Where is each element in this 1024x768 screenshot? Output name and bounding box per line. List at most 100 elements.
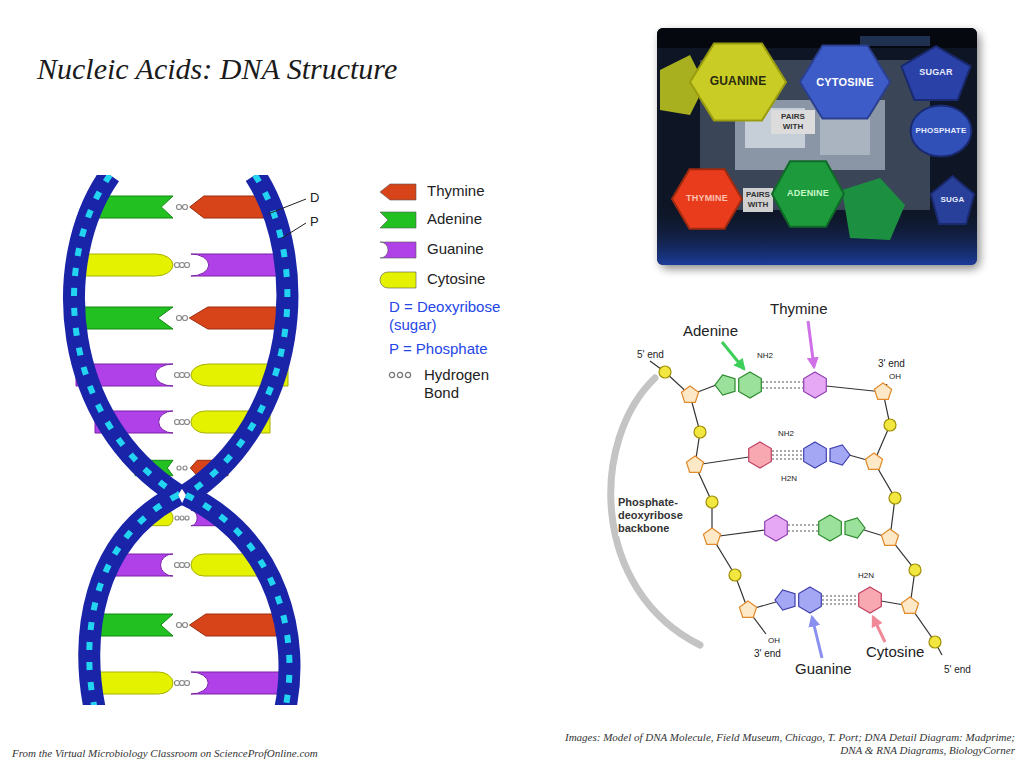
pointer-arrow (722, 321, 885, 658)
pointer-arrow (873, 617, 885, 642)
model-label: SUGA (941, 196, 965, 205)
base-name: Cytosine (866, 643, 924, 661)
callout-letter: P (310, 214, 319, 230)
legend-swatch (380, 272, 416, 288)
hydrogen-bond (175, 681, 180, 686)
dna-ladder (72, 175, 292, 705)
hydrogen-bond (183, 316, 188, 321)
deoxyribose-ring (874, 383, 891, 399)
hydrogen-bond (175, 205, 190, 686)
legend-swatch (378, 240, 418, 260)
base-ring (715, 372, 881, 613)
strand-end: 3' end (878, 358, 905, 370)
base-pair (78, 254, 173, 276)
legend-sample (389, 372, 394, 377)
legend-sample (405, 372, 410, 377)
base-pair (72, 307, 173, 329)
phosphate-model: PHOSPHATE (910, 105, 972, 157)
legend-text: P = Phosphate (389, 340, 488, 358)
hydrogen-bond (183, 205, 188, 210)
hydrogen-bond (177, 316, 182, 321)
hydrogen-bond (772, 454, 803, 455)
strand-end: 5' end (637, 349, 664, 361)
hydrogen-bond (180, 373, 185, 378)
sign-text: PAIRS WITH (744, 190, 772, 209)
hydrogen-bond (183, 466, 187, 470)
hydrogen-bond (822, 599, 858, 600)
hydrogen-bond (185, 373, 190, 378)
deoxyribose-ring (681, 383, 918, 617)
deoxyribose-ring (703, 528, 720, 544)
hydrogen-bond (180, 563, 185, 568)
museum-photo (771, 110, 815, 134)
base-name: Thymine (770, 300, 828, 318)
legend-text: Adenine (427, 210, 482, 228)
atom-label: OH (889, 372, 901, 382)
shape-outline (690, 44, 786, 121)
hydrogen-bond (180, 420, 185, 425)
pointer-arrow (808, 321, 814, 367)
sugar-phosphate-strand (186, 495, 289, 705)
base-pair (72, 196, 292, 694)
sugar-phosphate-strand (186, 495, 289, 705)
base-ring (775, 590, 795, 610)
base-ring (859, 587, 882, 613)
phosphate-group (706, 496, 718, 508)
pointer-arrow (812, 617, 822, 658)
legend-text: D = Deoxyribose (sugar) (389, 298, 517, 334)
legend-text: Thymine (427, 182, 485, 200)
source-credit: From the Virtual Microbiology Classroom … (12, 747, 432, 760)
deoxyribose-ring (901, 597, 918, 613)
guanine-model: GUANINE (690, 42, 786, 122)
sugar-phosphate-strand (74, 175, 178, 495)
base-pair (93, 672, 173, 694)
base-pair (92, 614, 173, 636)
slide-title: Nucleic Acids: DNA Structure (37, 52, 397, 86)
legend-swatch (380, 184, 416, 200)
atom-label: H2N (781, 474, 797, 484)
thymine-model: THYMINE (672, 168, 742, 230)
phosphate-group (889, 492, 901, 504)
hydrogen-bond (180, 516, 184, 520)
base-pair (190, 614, 280, 636)
model-label: GUANINE (710, 75, 767, 88)
pointer-arrow (722, 342, 744, 369)
hydrogen-bond (175, 263, 180, 268)
model-label: SUGAR (919, 68, 953, 78)
sugar-phosphate-strand (89, 495, 178, 705)
shape-outline (672, 169, 742, 229)
model-label: PHOSPHATE (916, 127, 967, 136)
shape-outline (901, 46, 970, 100)
legend-swatch (380, 242, 416, 258)
deoxyribose-ring (881, 529, 898, 545)
museum-photo (657, 28, 977, 265)
hydrogen-bond (762, 381, 803, 382)
base-name: Adenine (683, 322, 738, 340)
legend-sample (388, 370, 414, 380)
sugar-phosphate-strand (74, 175, 289, 705)
phosphate-group (929, 636, 941, 648)
strand-end: 5' end (944, 664, 971, 676)
base-ring (804, 442, 827, 468)
museum-photo (842, 178, 905, 240)
base-ring (845, 518, 865, 538)
base-pair (191, 254, 288, 276)
base-ring (799, 587, 822, 613)
deoxyribose-ring (681, 386, 698, 402)
image-credit: Images: Model of DNA Molecule, Field Mus… (560, 731, 1015, 757)
leader-line (282, 223, 306, 238)
hydrogen-bond (175, 420, 180, 425)
hydrogen-bond (183, 623, 188, 628)
leader-line (268, 199, 306, 238)
legend-sample (397, 372, 402, 377)
phosphate-group (909, 564, 921, 576)
model-label: CYTOSINE (816, 76, 874, 88)
legend-swatch (378, 182, 418, 202)
hydrogen-bond (177, 466, 181, 470)
hydrogen-bond (175, 563, 180, 568)
hydrogen-bond (762, 382, 858, 604)
deoxyribose-ring (686, 456, 703, 472)
base-ring (819, 515, 842, 541)
phosphate-group (884, 419, 896, 431)
